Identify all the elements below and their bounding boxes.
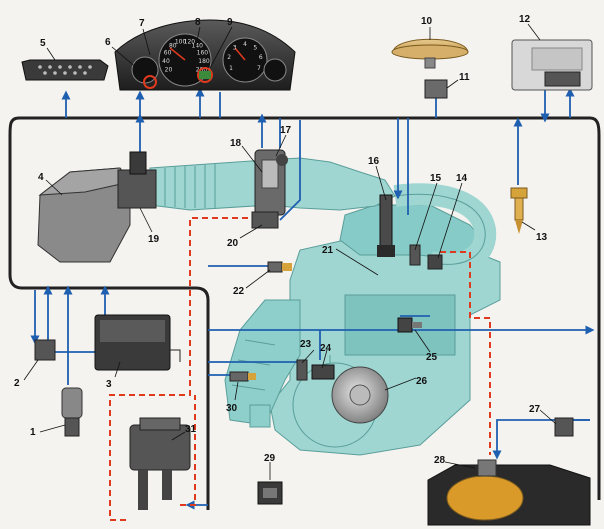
label-5: 5 (40, 38, 46, 49)
rpm-mark-4: 5 (253, 45, 257, 52)
label-19: 19 (148, 234, 160, 245)
rpm-mark-2: 3 (233, 45, 237, 52)
label-1: 1 (30, 427, 36, 438)
speed-mark-4: 100 (175, 39, 187, 46)
label-8: 8 (195, 17, 201, 28)
speed-mark-3: 80 (169, 42, 177, 49)
label-21: 21 (322, 245, 334, 256)
label-24: 24 (320, 343, 332, 354)
vacuum-lines (109, 217, 491, 521)
oxygen-sensor (229, 371, 256, 382)
canister-purge-valve (129, 417, 191, 510)
speed-mark-8: 180 (198, 58, 210, 65)
rpm-mark-1: 2 (227, 54, 231, 61)
label-27: 27 (529, 404, 541, 415)
relay-27 (554, 417, 574, 437)
label-29: 29 (264, 453, 276, 464)
speed-mark-2: 60 (164, 50, 172, 57)
ignition-module (94, 314, 181, 371)
label-18: 18 (230, 138, 242, 149)
label-9: 9 (227, 17, 233, 28)
label-25: 25 (426, 352, 438, 363)
label-16: 16 (368, 156, 380, 167)
sensor-24 (311, 364, 335, 380)
mass-air-flow-sensor (117, 151, 157, 209)
speed-sensor (61, 387, 83, 437)
label-15: 15 (430, 173, 442, 184)
label-11: 11 (459, 72, 470, 83)
label-12: 12 (519, 14, 531, 25)
sensor-22 (267, 261, 292, 273)
speed-mark-5: 120 (184, 39, 196, 46)
rpm-mark-6: 7 (257, 65, 261, 72)
label-28: 28 (434, 455, 446, 466)
fuel-tank (427, 459, 591, 526)
connector-29 (257, 481, 283, 505)
air-filter-housing (37, 167, 131, 263)
label-14: 14 (456, 173, 468, 184)
label-6: 6 (105, 37, 111, 48)
label-30: 30 (226, 403, 238, 414)
sensor-23 (296, 359, 308, 381)
callout-labels: 5 6 7 8 9 10 11 12 13 14 15 16 17 18 19 … (14, 14, 548, 466)
rpm-mark-0: 1 (229, 65, 233, 72)
label-26: 26 (416, 376, 428, 387)
label-20: 20 (227, 238, 239, 249)
label-3: 3 (106, 379, 112, 390)
label-17: 17 (280, 125, 292, 136)
label-13: 13 (536, 232, 548, 243)
speed-mark-6: 140 (191, 42, 203, 49)
label-4: 4 (38, 172, 44, 183)
label-31: 31 (185, 424, 197, 435)
relay-2 (34, 339, 56, 361)
throttle-body (251, 149, 288, 229)
knock-sensor (397, 317, 422, 333)
label-22: 22 (233, 286, 245, 297)
rpm-mark-3: 4 (243, 41, 247, 48)
temperature-sensor (510, 187, 528, 234)
rpm-mark-5: 6 (259, 54, 263, 61)
label-23: 23 (300, 339, 312, 350)
speed-mark-7: 160 (197, 50, 209, 57)
diagnostic-connector (21, 59, 109, 81)
buzzer (391, 38, 469, 69)
warning-lamp-circle (143, 75, 157, 89)
relay-11 (424, 79, 448, 99)
indicator-circle (197, 67, 213, 83)
label-7: 7 (139, 18, 145, 29)
label-2: 2 (14, 378, 20, 389)
connector-14 (427, 254, 443, 270)
label-10: 10 (421, 16, 433, 27)
speed-mark-1: 40 (162, 58, 170, 65)
leader-lines (23, 23, 557, 480)
sensor-15 (409, 244, 421, 266)
crankshaft-pulley (292, 362, 389, 448)
speed-mark-0: 20 (165, 67, 173, 74)
control-unit (511, 39, 593, 91)
wiring-harness (8, 116, 601, 510)
fuel-injector (377, 194, 395, 257)
